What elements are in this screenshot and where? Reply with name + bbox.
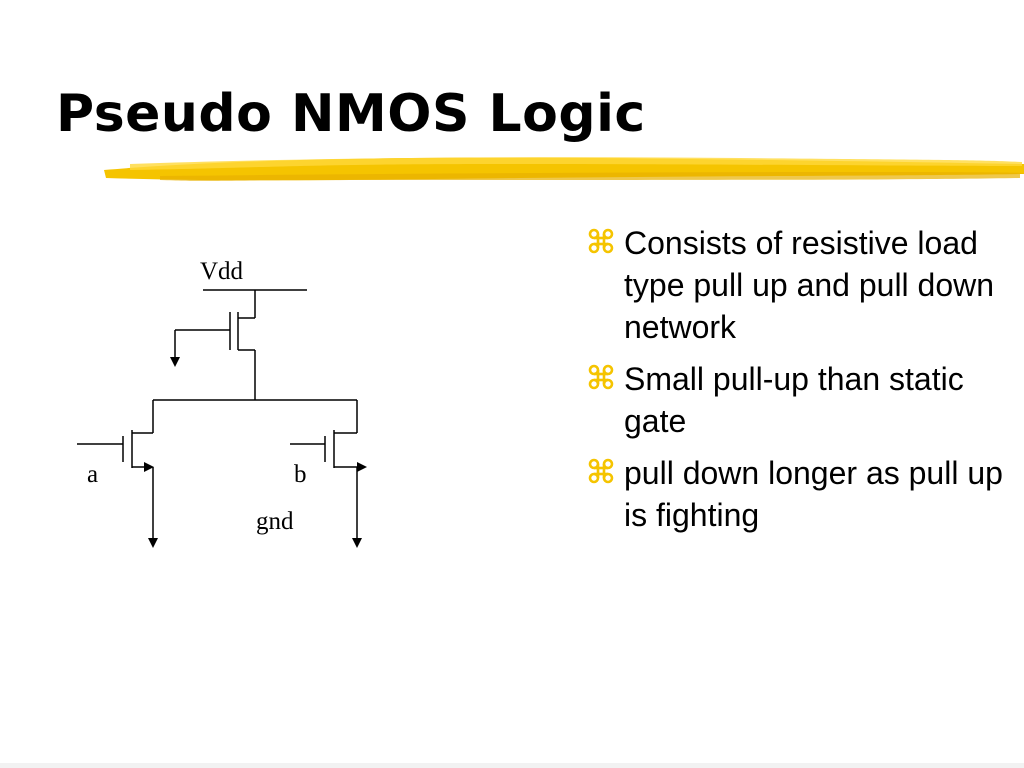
command-key-icon xyxy=(588,458,614,484)
bullet-text: Small pull-up than static gate xyxy=(624,361,964,439)
command-key-icon xyxy=(588,364,614,390)
bullet-item: pull down longer as pull up is fighting xyxy=(586,452,1016,536)
input-a-label: a xyxy=(87,461,98,488)
bullet-list: Consists of resistive load type pull up … xyxy=(586,222,1016,546)
bullet-item: Consists of resistive load type pull up … xyxy=(586,222,1016,348)
bullet-item: Small pull-up than static gate xyxy=(586,358,1016,442)
slide-title: Pseudo NMOS Logic xyxy=(56,84,646,144)
bullet-text: pull down longer as pull up is fighting xyxy=(624,455,1003,533)
pseudo-nmos-schematic: Vdd a b gnd xyxy=(77,258,367,548)
input-b-label: b xyxy=(294,461,307,488)
vdd-label: Vdd xyxy=(200,258,244,285)
gnd-label: gnd xyxy=(256,508,294,535)
footer-divider xyxy=(0,763,1024,768)
command-key-icon xyxy=(588,228,614,254)
title-underline-brush xyxy=(104,157,1024,181)
bullet-text: Consists of resistive load type pull up … xyxy=(624,225,995,345)
